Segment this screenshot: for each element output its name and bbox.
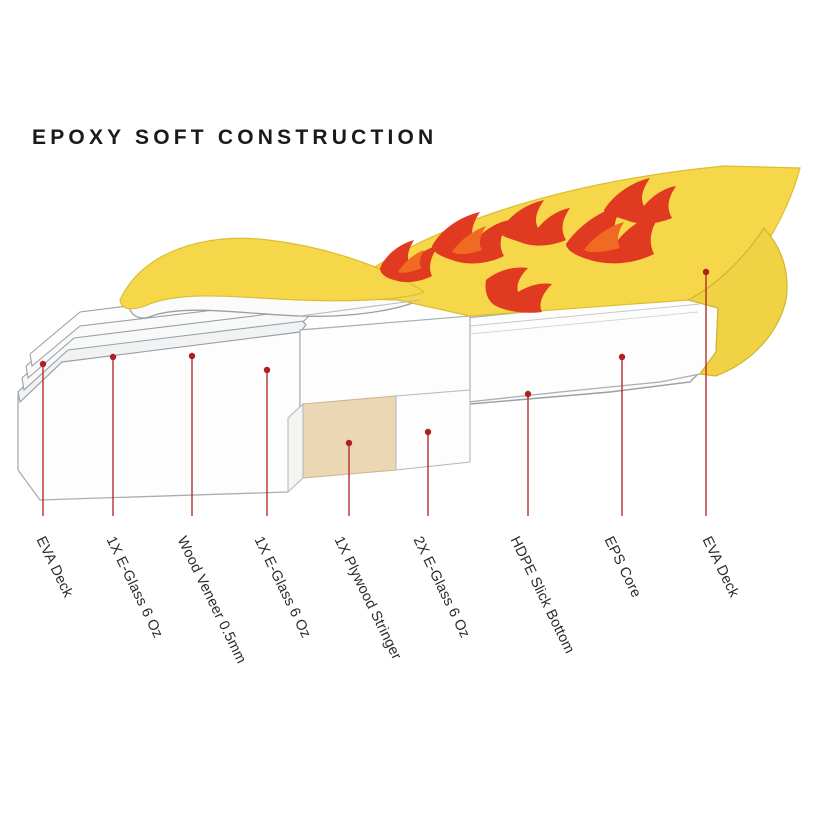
flame-highlights — [398, 222, 624, 273]
lamination-line-right-2 — [469, 311, 699, 335]
page-title: EPOXY SOFT CONSTRUCTION — [32, 126, 438, 149]
deck-gap-line — [299, 299, 421, 317]
eva-deck-edge-band — [686, 227, 788, 377]
plywood-stringer-front-edge — [287, 402, 304, 494]
lamination-line-right-1 — [469, 303, 701, 327]
eps-core-front-face — [395, 389, 471, 471]
leader-lines — [42, 274, 707, 516]
leader-dots — [39, 268, 710, 447]
peeled-deck-flap-yellow — [119, 237, 426, 310]
